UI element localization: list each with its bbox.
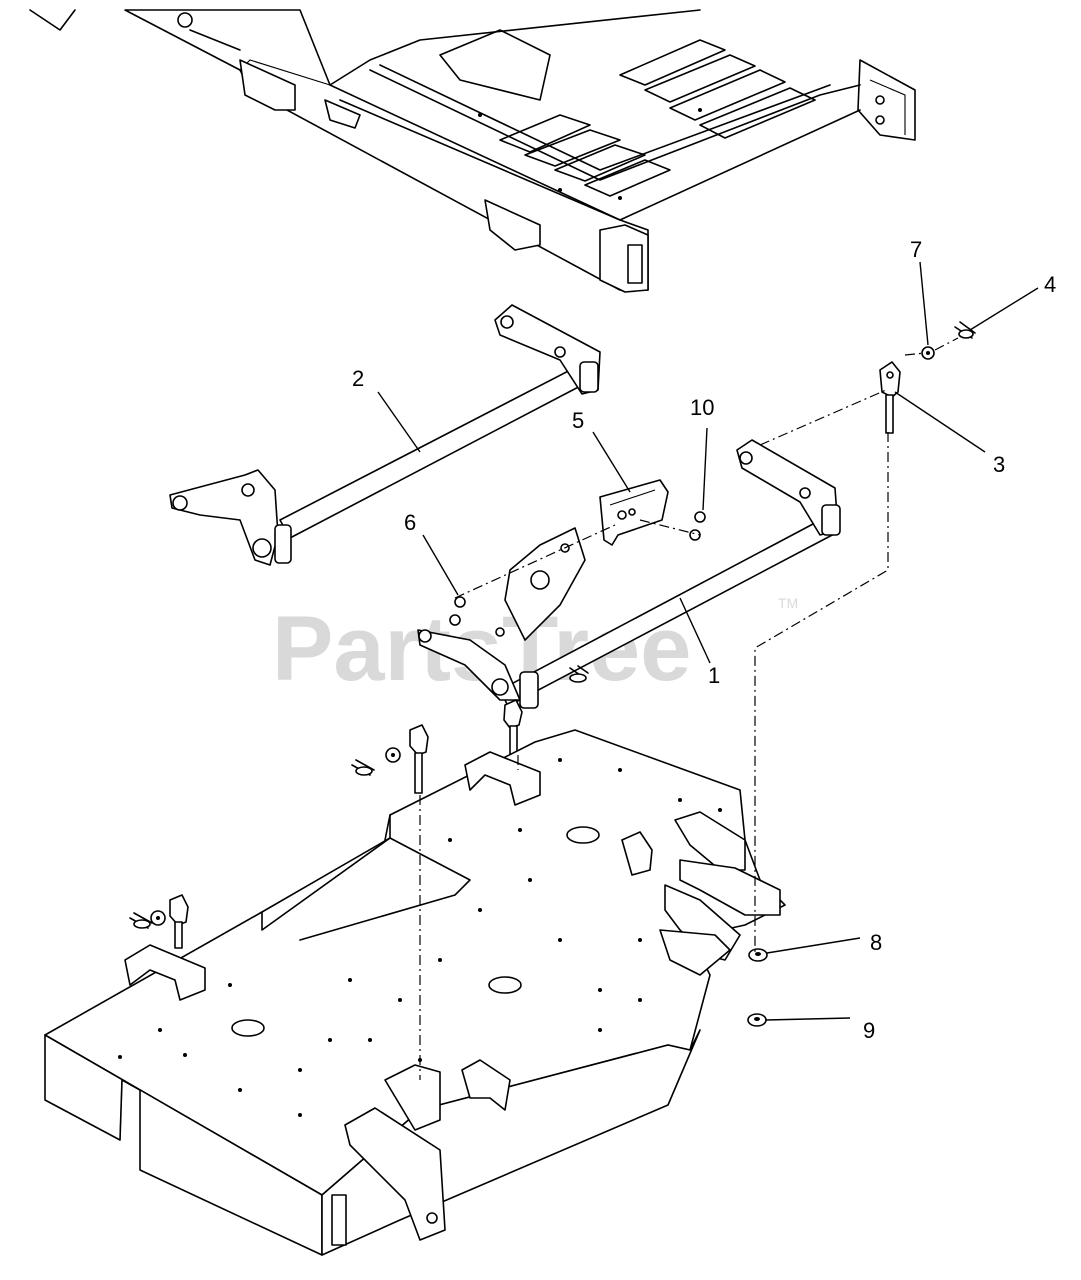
- callout-labels: 1 2 3 4 5 6 7 8 9 10: [352, 237, 1056, 1043]
- callout-2: 2: [352, 366, 364, 391]
- alignment-lines: [419, 337, 959, 1080]
- callout-5: 5: [572, 408, 584, 433]
- callout-10: 10: [690, 395, 714, 420]
- washer-hardware: [747, 948, 768, 1027]
- callout-1: 1: [708, 663, 720, 688]
- callout-8: 8: [870, 930, 882, 955]
- lift-shaft-right: [417, 439, 841, 709]
- deck-link-pins: [129, 699, 523, 949]
- callout-3: 3: [993, 452, 1005, 477]
- chassis-frame: [29, 9, 916, 293]
- leader-lines: [377, 261, 1039, 1021]
- lift-shaft-left: [169, 304, 601, 566]
- watermark-tm: TM: [778, 595, 798, 611]
- pivot-bracket: [449, 479, 706, 683]
- callout-9: 9: [863, 1018, 875, 1043]
- lift-link-hardware: [879, 321, 976, 434]
- deck-holes: [118, 758, 722, 1117]
- callout-4: 4: [1044, 272, 1056, 297]
- callout-6: 6: [404, 510, 416, 535]
- callout-7: 7: [910, 237, 922, 262]
- mower-deck: [44, 729, 786, 1256]
